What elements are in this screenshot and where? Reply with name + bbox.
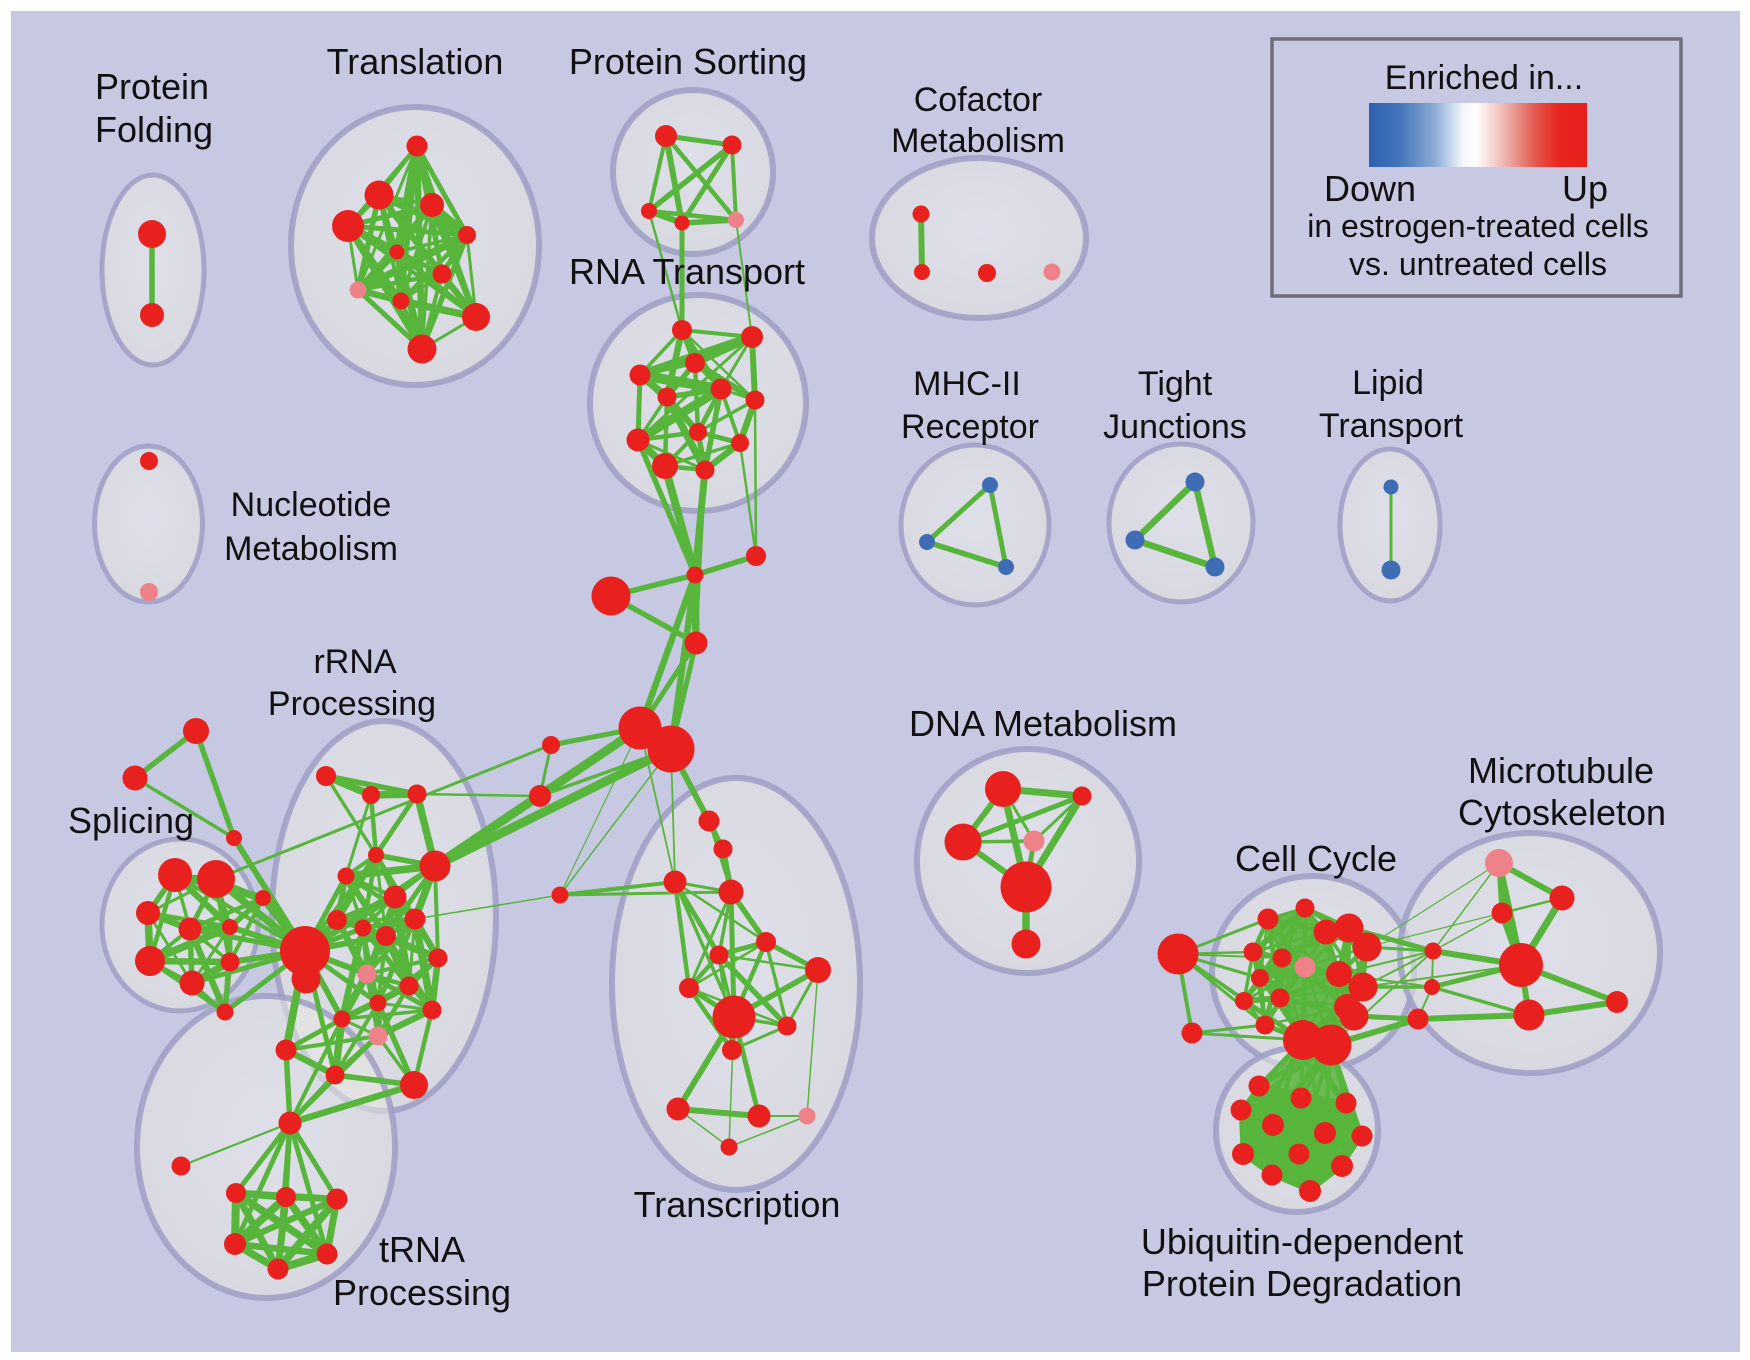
svg-text:Protein Degradation: Protein Degradation [1142,1263,1462,1304]
svg-text:MHC-II: MHC-II [913,365,1021,403]
svg-text:Down: Down [1324,168,1416,209]
svg-text:Nucleotide: Nucleotide [231,486,392,524]
svg-text:Ubiquitin-dependent: Ubiquitin-dependent [1141,1221,1463,1262]
svg-text:Enriched in...: Enriched in... [1385,59,1583,97]
svg-text:Up: Up [1562,168,1608,209]
svg-text:RNA Transport: RNA Transport [569,251,805,292]
svg-text:Protein: Protein [95,66,209,107]
svg-text:Folding: Folding [95,109,213,150]
svg-text:Microtubule: Microtubule [1468,750,1654,791]
svg-text:Receptor: Receptor [901,408,1039,446]
svg-text:Translation: Translation [327,41,504,82]
svg-text:Lipid: Lipid [1352,364,1424,402]
svg-text:Transport: Transport [1319,407,1464,445]
svg-text:vs. untreated cells: vs. untreated cells [1349,246,1607,282]
svg-text:Junctions: Junctions [1103,408,1247,446]
svg-text:Tight: Tight [1138,365,1213,403]
svg-text:Metabolism: Metabolism [891,122,1065,160]
svg-text:in estrogen-treated cells: in estrogen-treated cells [1307,208,1649,244]
svg-text:tRNA: tRNA [379,1229,465,1270]
svg-text:Protein Sorting: Protein Sorting [569,41,807,82]
svg-text:Cytoskeleton: Cytoskeleton [1458,792,1666,833]
svg-text:DNA Metabolism: DNA Metabolism [909,703,1177,744]
svg-text:Cofactor: Cofactor [914,81,1043,119]
svg-text:Metabolism: Metabolism [224,530,398,568]
svg-text:rRNA: rRNA [313,643,396,681]
svg-text:Processing: Processing [333,1272,511,1313]
svg-text:Cell Cycle: Cell Cycle [1235,838,1397,879]
svg-text:Splicing: Splicing [68,800,194,841]
svg-text:Transcription: Transcription [634,1184,841,1225]
svg-text:Processing: Processing [268,685,436,723]
